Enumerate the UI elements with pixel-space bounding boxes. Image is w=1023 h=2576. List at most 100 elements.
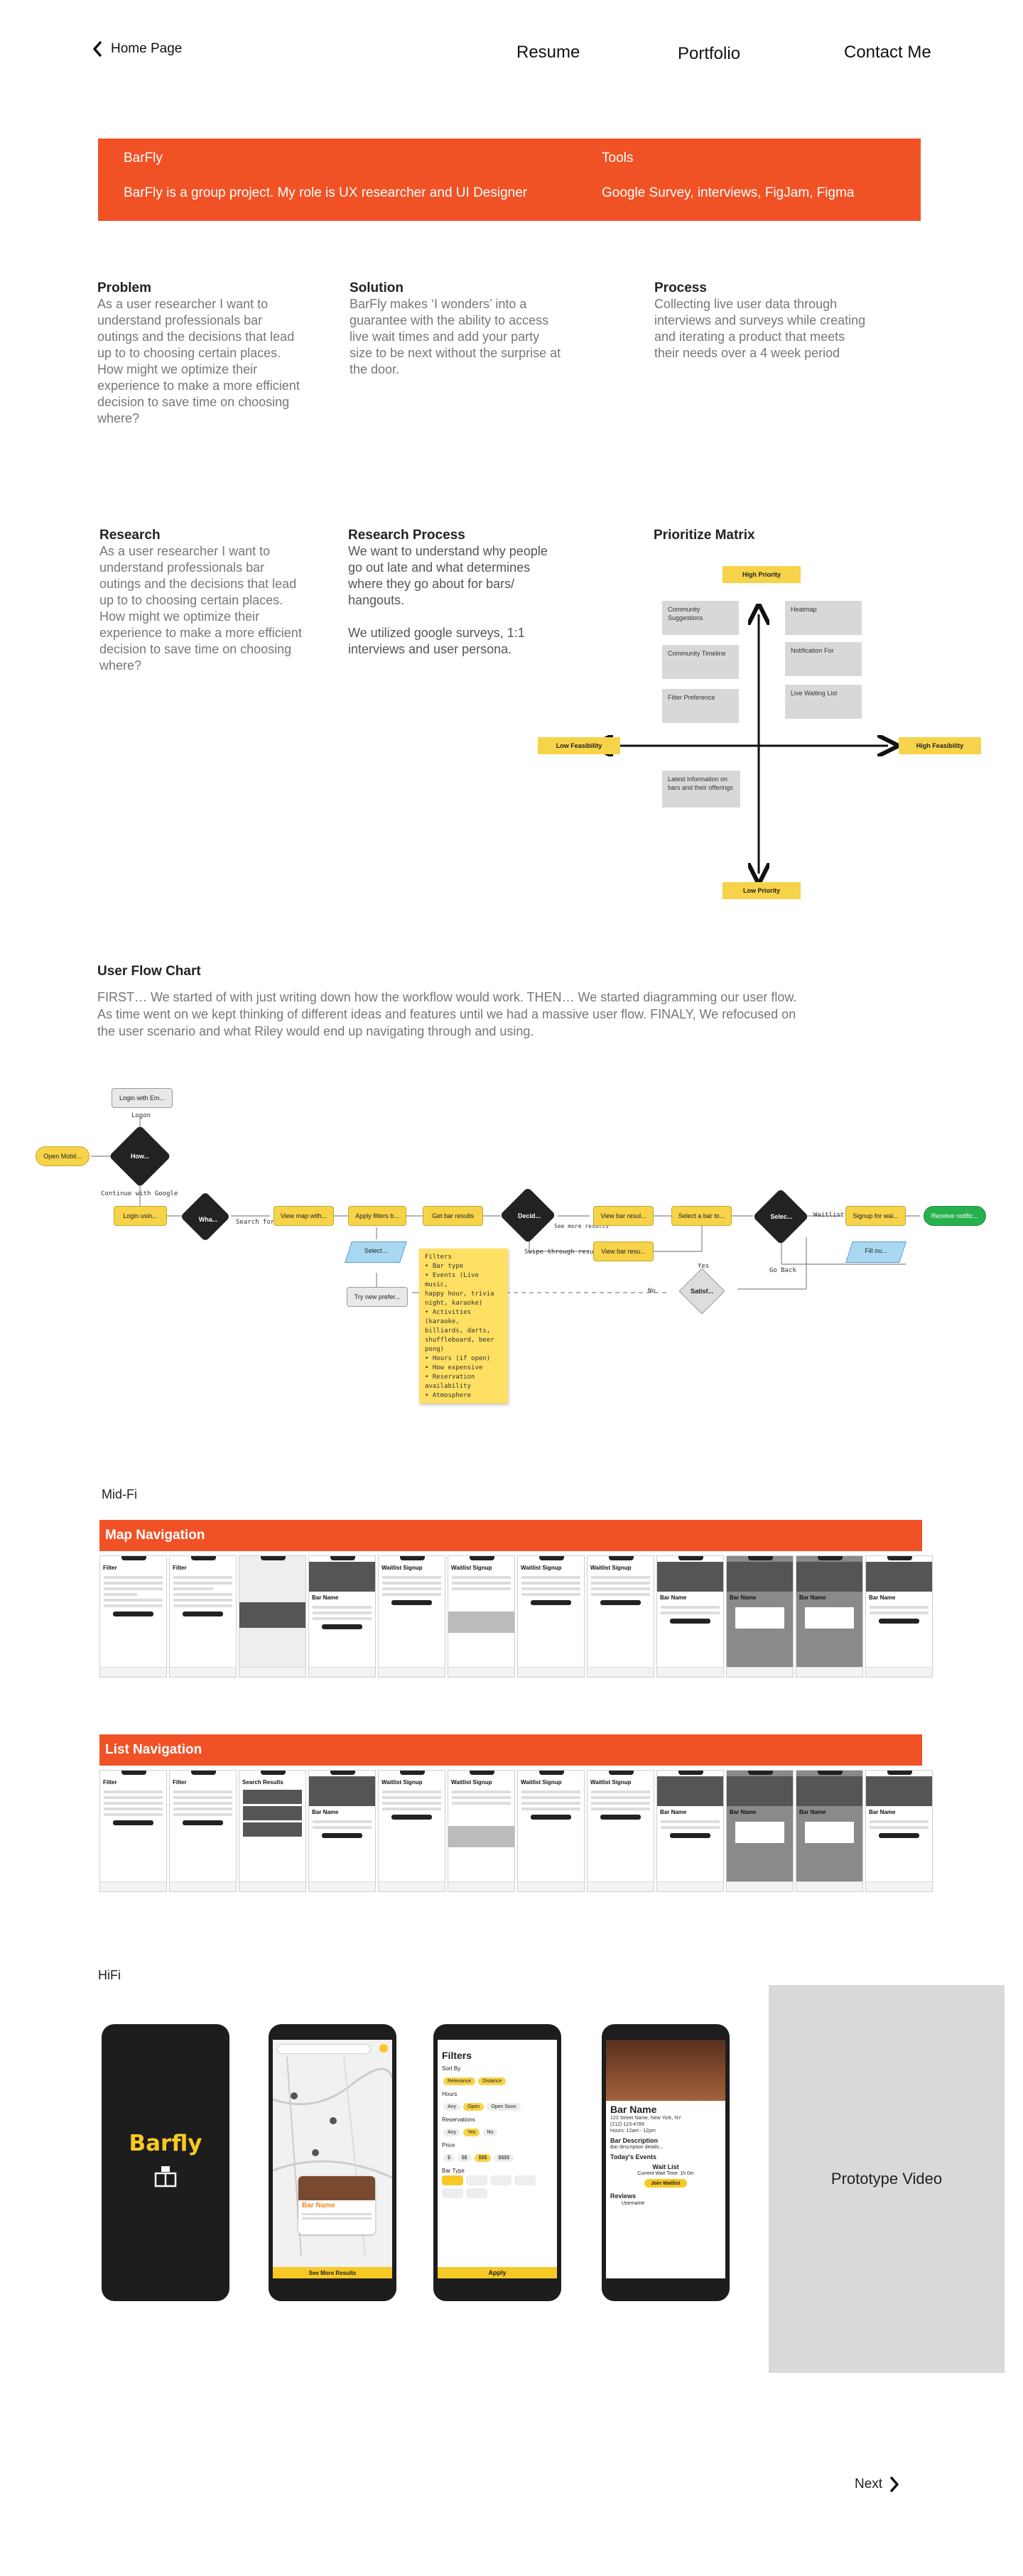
rp-line: We want to understand why people xyxy=(348,544,548,558)
userflow-line: the user scenario and what Riley would e… xyxy=(97,1024,534,1038)
midfi-screen: Bar Name xyxy=(865,1770,933,1892)
note-line: night, karaoke) xyxy=(425,1300,483,1307)
problem-line: up to to choosing certain places. xyxy=(97,346,281,360)
sort-by-label: Sort By xyxy=(442,2065,461,2072)
flow-label: Yes xyxy=(698,1263,710,1270)
matrix-item: Live Waiting List xyxy=(785,685,862,719)
nav-portfolio[interactable]: Portfolio xyxy=(678,44,741,63)
note-line: Filters xyxy=(425,1254,452,1261)
flow-decision: Selec... xyxy=(752,1188,809,1245)
map-nav-screens: Filter Filter Bar Name Waitlist Signup W… xyxy=(99,1555,933,1678)
rp-line: go out late and what determines xyxy=(348,560,531,575)
nav-contact[interactable]: Contact Me xyxy=(844,43,931,62)
bar-hours: Hours: 12am - 12pm xyxy=(610,2129,656,2134)
price-chip[interactable]: $$$ xyxy=(474,2154,492,2162)
prototype-video[interactable]: Prototype Video xyxy=(769,1985,1005,2373)
rp-line: where they go about for bars/ xyxy=(348,577,515,591)
open-soon-chip[interactable]: Open Soon xyxy=(487,2103,521,2111)
flow-node: Signup for wai... xyxy=(845,1206,906,1226)
no-chip[interactable]: No xyxy=(482,2129,498,2136)
flow-node: View bar resul... xyxy=(593,1206,654,1226)
screen-title: Filter xyxy=(103,1565,117,1571)
yes-chip[interactable]: Yes xyxy=(463,2129,480,2136)
note-line: happy hour, trivia xyxy=(425,1290,494,1298)
project-banner: BarFly BarFly is a group project. My rol… xyxy=(98,138,921,221)
midfi-screen: Waitlist Signup xyxy=(448,1555,515,1678)
join-waitlist-button[interactable]: Join Waitlist xyxy=(644,2179,687,2188)
flow-connectors xyxy=(91,1116,920,1293)
screen-title: Waitlist Signup xyxy=(590,1779,632,1786)
research-process-title: Research Process xyxy=(348,528,465,543)
flow-decision: How... xyxy=(109,1125,171,1188)
flow-node: Receive notific... xyxy=(924,1206,986,1226)
relevance-chip[interactable]: Relevance xyxy=(443,2077,476,2085)
open-chip[interactable]: Open xyxy=(463,2103,485,2111)
problem-line: understand professionals bar xyxy=(97,313,263,327)
apply-button[interactable]: Apply xyxy=(438,2267,557,2278)
research-line: where? xyxy=(99,658,142,673)
flow-node: View map with... xyxy=(274,1206,334,1226)
note-line: • Reservation xyxy=(425,1374,475,1381)
price-chip[interactable]: $$$$ xyxy=(494,2154,514,2162)
rp-line: We utilized google surveys, 1:1 xyxy=(348,626,525,640)
distance-chip[interactable]: Distance xyxy=(478,2077,507,2085)
flow-parallelogram: Select... xyxy=(345,1241,407,1263)
matrix-item: Filter Preference xyxy=(662,689,739,723)
midfi-screen: Bar Name xyxy=(656,1555,724,1678)
screen-title: Waitlist Signup xyxy=(381,1565,423,1571)
user-flow-chart: Login with Em... Logon Open Mobil... How… xyxy=(36,1072,995,1406)
research-process-section: Research Process We want to understand w… xyxy=(348,528,590,658)
solution-line: the door. xyxy=(350,362,400,376)
list-nav-bar: List Navigation xyxy=(99,1734,922,1766)
midfi-screen: Waitlist Signup xyxy=(587,1555,654,1678)
screen-title: Bar Name xyxy=(730,1594,757,1601)
solution-line: BarFly makes ‘I wonders’ into a xyxy=(350,297,527,311)
flow-node: Try new prefer... xyxy=(347,1287,408,1307)
solution-title: Solution xyxy=(350,281,404,295)
flow-decision-label: Selec... xyxy=(770,1213,793,1220)
next-link[interactable]: Next xyxy=(855,2477,899,2492)
screen-title: Waitlist Signup xyxy=(521,1565,562,1571)
process-title: Process xyxy=(654,281,707,295)
flow-decision: Wha... xyxy=(180,1191,231,1242)
barfly-logo: Barfly xyxy=(129,2131,202,2156)
filter-icon[interactable] xyxy=(379,2044,388,2053)
problem-line: outings and the decisions that lead xyxy=(97,330,295,344)
nav-resume[interactable]: Resume xyxy=(516,43,580,62)
research-line: As a user researcher I want to xyxy=(99,544,271,558)
list-nav-screens: Filter Filter Search Results Bar Name Wa… xyxy=(99,1770,933,1892)
bar-card-name: Bar Name xyxy=(302,2202,335,2210)
low-priority-label: Low Priority xyxy=(722,882,801,899)
flow-para-label: Select... xyxy=(364,1247,388,1254)
flow-parallelogram: Fill ou... xyxy=(845,1241,906,1263)
flow-decision-label: How... xyxy=(130,1153,150,1160)
flow-node: Get bar results xyxy=(423,1206,483,1226)
screen-title: Bar Name xyxy=(312,1594,339,1601)
midfi-screen: Waitlist Signup xyxy=(378,1770,445,1892)
bar-address: 123 Street Name, New York, NY xyxy=(610,2116,681,2121)
problem-title: Problem xyxy=(97,281,152,295)
price-chip[interactable]: $$ xyxy=(457,2154,472,2162)
screen-title: Bar Name xyxy=(799,1809,826,1815)
midfi-screen: Waitlist Signup xyxy=(517,1555,585,1678)
flow-label: Search for bar xyxy=(236,1219,290,1226)
midfi-screen: Filter xyxy=(169,1770,237,1892)
problem-line: How might we optimize their xyxy=(97,362,258,376)
midfi-title: Mid-Fi xyxy=(102,1487,137,1501)
home-link[interactable]: Home Page xyxy=(92,41,182,57)
solution-section: Solution BarFly makes ‘I wonders’ into a… xyxy=(350,281,584,378)
bar-card[interactable]: Bar Name xyxy=(298,2176,375,2234)
hifi-title: HiFi xyxy=(98,1968,121,1982)
see-more-button[interactable]: See More Results xyxy=(273,2267,392,2278)
any-chip[interactable]: Any xyxy=(443,2129,461,2136)
midfi-screen: Filter xyxy=(99,1555,167,1678)
price-chip[interactable]: $ xyxy=(443,2154,455,2162)
problem-line: decision to save time on choosing xyxy=(97,395,290,409)
search-input[interactable] xyxy=(277,2044,371,2054)
note-line: shuffleboard, beer xyxy=(425,1337,494,1344)
note-line: • Atmosphere xyxy=(425,1392,472,1399)
note-line: (karaoke, xyxy=(425,1318,460,1325)
matrix-item: Latest information on bars and their off… xyxy=(662,771,740,808)
any-chip[interactable]: Any xyxy=(443,2103,461,2111)
